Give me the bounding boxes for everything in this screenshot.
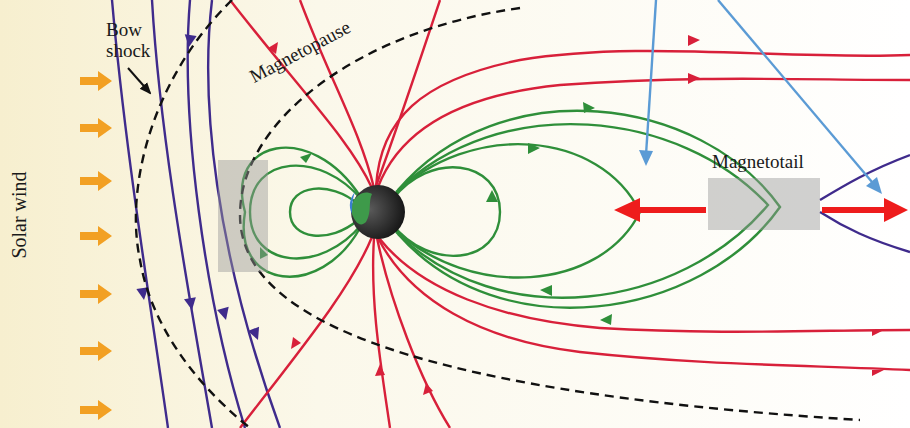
bow-shock-label: Bow shock [106,20,166,62]
magnetotail-label: Magnetotail [712,152,804,173]
solar-wind-label: Solar wind [8,171,30,258]
